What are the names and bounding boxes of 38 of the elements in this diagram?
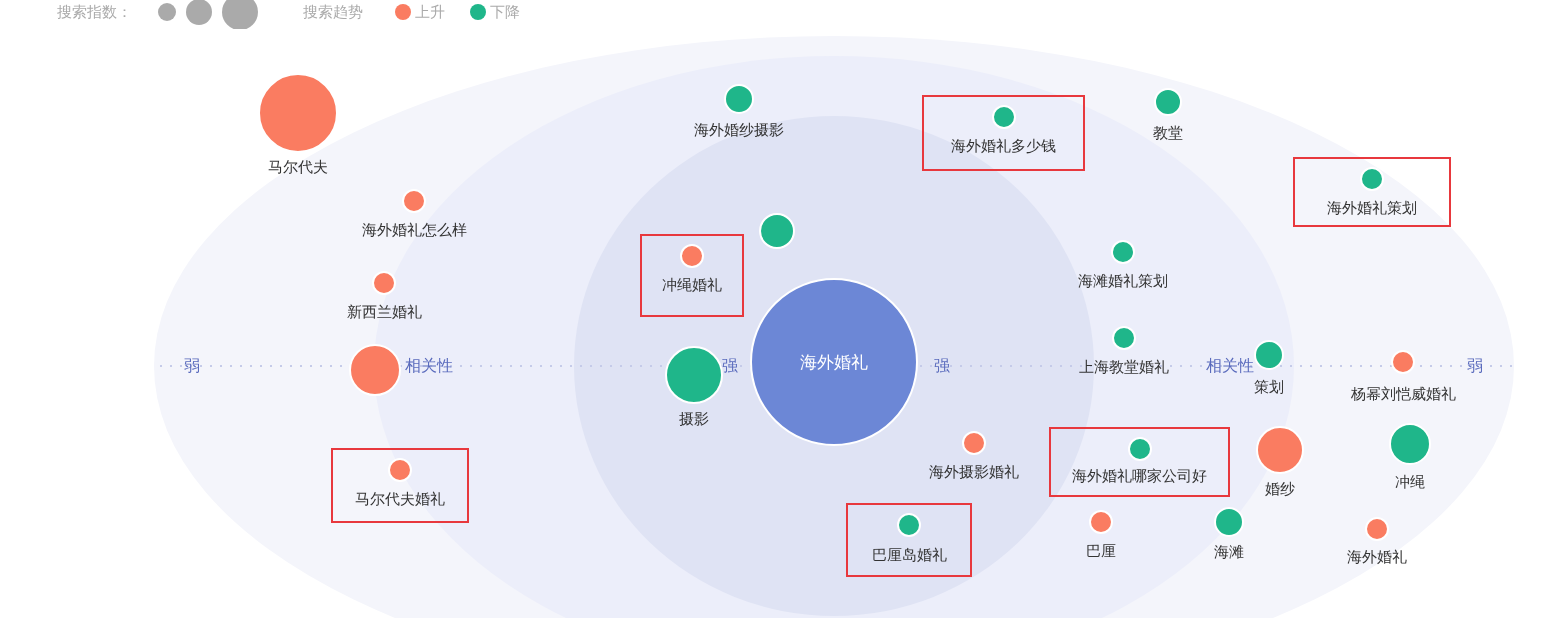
axis-label: 弱 [1467,357,1483,375]
legend-label: 下降 [490,3,520,21]
axis-label: 弱 [184,357,200,375]
keyword-label: 婚纱 [1265,480,1295,498]
keyword-label: 海外婚礼怎么样 [361,221,467,239]
keyword-label: 摄影 [679,410,709,428]
legend-label: 上升 [415,3,445,21]
keyword-label: 策划 [1254,378,1284,396]
keyword-label: 海外婚礼多少钱 [951,137,1056,155]
legend-title: 搜索指数： [57,3,132,21]
keyword-label: 巴厘岛婚礼 [871,546,947,564]
highlight-frame [1049,427,1230,497]
axis-label: 相关性 [1206,357,1254,375]
keyword-label: 马尔代夫婚礼 [355,490,445,508]
keyword-label: 海外婚礼策划 [1327,199,1417,217]
keyword-label: 新西兰婚礼 [346,303,422,321]
keyword-label: 海外婚礼哪家公司好 [1072,467,1207,485]
highlight-frame [1293,157,1451,227]
keyword-label: 马尔代夫 [268,158,328,176]
highlight-frame [640,234,744,317]
topic-label: 海外婚礼 [800,350,868,374]
axis-label: 强 [722,357,738,375]
keyword-label: 上海教堂婚礼 [1079,358,1169,376]
keyword-label: 海滩婚礼策划 [1078,272,1168,290]
axis-label: 强 [934,357,950,375]
keyword-label: 海外摄影婚礼 [929,463,1019,481]
keyword-label: 冲绳婚礼 [662,276,722,294]
keyword-label: 巴厘 [1086,542,1116,560]
keyword-label: 海外婚纱摄影 [694,121,784,139]
keyword-label: 教堂 [1153,124,1183,142]
legend-title: 搜索趋势 [303,3,363,21]
keyword-label: 海外婚礼 [1347,548,1407,566]
highlight-frame [331,448,469,523]
keyword-label: 杨幂刘恺威婚礼 [1350,385,1456,403]
keyword-label: 海滩 [1214,543,1244,561]
highlight-frame [846,503,972,577]
highlight-frame [922,95,1085,171]
keyword-label: 冲绳 [1395,473,1425,491]
